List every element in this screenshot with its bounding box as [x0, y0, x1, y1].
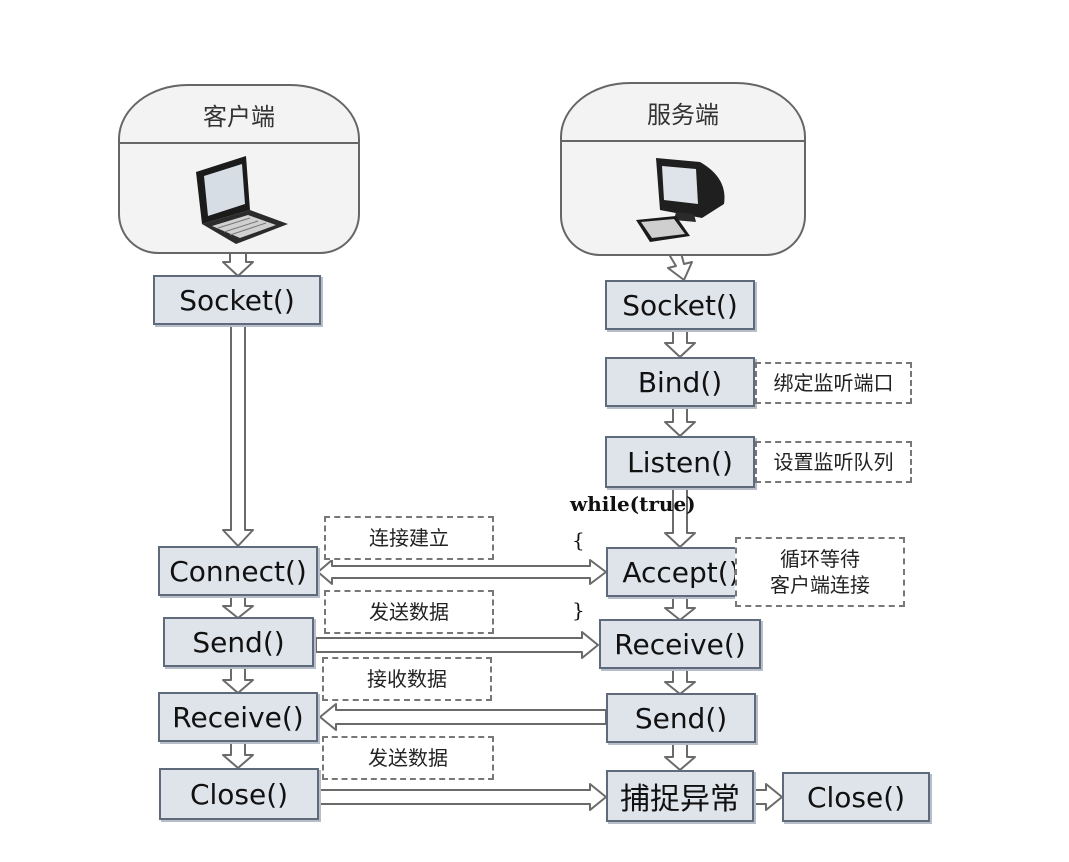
server-receive-box: Receive() — [599, 619, 761, 669]
note-bind: 绑定监听端口 — [755, 362, 912, 404]
server-accept-box: Accept() — [606, 547, 756, 597]
note-accept-line1: 循环等待 — [780, 547, 860, 571]
note-accept: 循环等待 客户端连接 — [735, 537, 905, 607]
arrow-server-accept-to-receive — [664, 597, 696, 621]
desktop-computer-icon — [562, 142, 804, 254]
server-title: 服务端 — [562, 84, 804, 142]
note-send-1: 发送数据 — [324, 590, 494, 634]
client-send-box: Send() — [163, 617, 314, 667]
arrow-catch-to-close — [753, 783, 783, 811]
server-bind-box: Bind() — [605, 357, 755, 407]
arrow-server-receive-to-send — [664, 669, 696, 695]
note-connect: 连接建立 — [324, 516, 494, 560]
arrow-server-send-to-catch — [664, 743, 696, 771]
arrow-server-send-to-client-receive — [319, 703, 607, 731]
arrow-connect-accept-bidirectional — [317, 559, 607, 585]
loop-while-label: while(true) — [570, 492, 696, 516]
arrow-client-receive-to-close — [222, 741, 254, 769]
client-title: 客户端 — [120, 86, 358, 144]
server-catch-exception-box: 捕捉异常 — [606, 770, 754, 822]
server-socket-box: Socket() — [605, 280, 755, 330]
server-send-box: Send() — [606, 693, 756, 743]
client-close-box: Close() — [159, 768, 319, 820]
arrow-close-to-catch — [319, 783, 607, 811]
arrow-send-to-server-receive — [315, 631, 599, 659]
client-connect-box: Connect() — [158, 546, 318, 596]
arrow-client-icon-to-socket — [222, 251, 254, 277]
laptop-icon — [120, 144, 358, 252]
client-receive-box: Receive() — [158, 692, 318, 742]
arrow-client-send-to-receive — [222, 666, 254, 694]
note-receive: 接收数据 — [322, 657, 492, 701]
loop-close-brace: } — [572, 598, 585, 622]
note-send-2: 发送数据 — [322, 736, 494, 780]
client-socket-box: Socket() — [153, 275, 321, 325]
arrow-server-socket-to-bind — [664, 329, 696, 358]
loop-open-brace: { — [572, 528, 585, 552]
arrow-server-listen-to-accept — [664, 487, 696, 548]
arrow-client-connect-to-send — [222, 596, 254, 619]
note-accept-line2: 客户端连接 — [770, 573, 870, 597]
arrow-client-socket-to-connect — [222, 325, 254, 547]
note-listen: 设置监听队列 — [755, 441, 912, 483]
client-header: 客户端 — [118, 84, 360, 254]
arrow-server-bind-to-listen — [664, 407, 696, 437]
server-listen-box: Listen() — [605, 436, 755, 488]
server-header: 服务端 — [560, 82, 806, 256]
server-close-box: Close() — [782, 772, 930, 822]
